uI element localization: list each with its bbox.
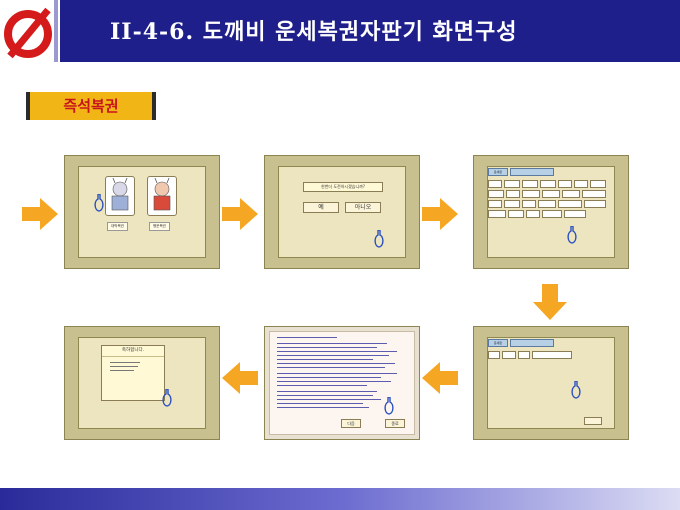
menu-cell[interactable] xyxy=(532,351,572,359)
menu-cell[interactable] xyxy=(504,200,520,208)
bottle-icon xyxy=(161,389,173,407)
retry-question-text: 한번더 도전하시겠습니까? xyxy=(321,184,365,189)
menu-cell[interactable] xyxy=(488,180,502,188)
no-button[interactable]: 아니오 xyxy=(345,202,381,213)
goblin-character-left[interactable] xyxy=(105,176,135,216)
fortune-subtab[interactable] xyxy=(510,339,554,347)
menu-cell[interactable] xyxy=(526,210,540,218)
menu-cell[interactable] xyxy=(508,210,524,218)
screen-inner xyxy=(78,166,206,258)
next-button[interactable]: 다음 xyxy=(341,419,361,428)
confirm-button[interactable] xyxy=(584,417,602,425)
menu-cell[interactable] xyxy=(538,200,556,208)
congrats-title: 축하합니다. xyxy=(102,346,164,357)
menu-cell[interactable] xyxy=(522,200,536,208)
page-title: II-4-6. 도깨비 운세복권자판기 화면구성 xyxy=(110,19,518,45)
screen-fortune-menu: 운세판 xyxy=(473,155,629,269)
label-right: 행운복권 xyxy=(149,222,170,231)
screen-inner xyxy=(278,166,406,258)
menu-cell[interactable] xyxy=(488,200,502,208)
screen-lottery-select: 대박복권 행운복권 xyxy=(64,155,220,269)
bottle-icon xyxy=(383,397,395,415)
menu-cell[interactable] xyxy=(558,200,582,208)
menu-cell[interactable] xyxy=(540,180,556,188)
menu-cell[interactable] xyxy=(542,190,560,198)
bottle-icon xyxy=(373,230,385,248)
yes-button[interactable]: 예 xyxy=(303,202,339,213)
label-left: 대박복권 xyxy=(107,222,128,231)
logo-icon xyxy=(0,0,80,62)
menu-cell[interactable] xyxy=(574,180,588,188)
menu-cell[interactable] xyxy=(502,351,516,359)
menu-cell[interactable] xyxy=(488,210,506,218)
section-label-text: 즉석복권 xyxy=(63,97,119,115)
screen-fortune-sub: 운세판 xyxy=(473,326,629,440)
menu-cell[interactable] xyxy=(506,190,520,198)
bottle-icon xyxy=(570,381,582,399)
menu-cell[interactable] xyxy=(584,200,606,208)
fortune-tab[interactable]: 운세판 xyxy=(488,168,508,176)
arrow-left-icon xyxy=(422,362,458,394)
bottle-icon xyxy=(566,226,578,244)
retry-question: 한번더 도전하시겠습니까? xyxy=(303,182,383,192)
footer-bar xyxy=(0,488,680,510)
menu-cell[interactable] xyxy=(518,351,530,359)
goblin-character-right[interactable] xyxy=(147,176,177,216)
arrow-down-icon xyxy=(533,284,567,320)
menu-cell[interactable] xyxy=(558,180,572,188)
screen-inner xyxy=(269,331,415,435)
arrow-right-icon xyxy=(22,198,58,230)
menu-cell[interactable] xyxy=(542,210,562,218)
menu-cell[interactable] xyxy=(522,180,538,188)
arrow-left-icon xyxy=(222,362,258,394)
menu-cell[interactable] xyxy=(590,180,606,188)
menu-cell[interactable] xyxy=(582,190,606,198)
screen-retry: 한번더 도전하시겠습니까? 예 아니오 xyxy=(264,155,420,269)
menu-cell[interactable] xyxy=(488,351,500,359)
arrow-right-icon xyxy=(222,198,258,230)
fortune-tab[interactable]: 운세판 xyxy=(488,339,508,347)
congrats-panel: 축하합니다. xyxy=(101,345,165,401)
menu-cell[interactable] xyxy=(562,190,580,198)
fortune-subtab[interactable] xyxy=(510,168,554,176)
menu-cell[interactable] xyxy=(488,190,504,198)
section-label: 즉석복권 xyxy=(26,92,156,120)
header-bar: II-4-6. 도깨비 운세복권자판기 화면구성 xyxy=(0,0,680,62)
screen-fortune-text: 다음 종료 xyxy=(264,326,420,440)
menu-cell[interactable] xyxy=(522,190,540,198)
bottle-icon xyxy=(93,194,105,212)
menu-cell[interactable] xyxy=(504,180,520,188)
screen-congrats: 축하합니다. xyxy=(64,326,220,440)
menu-cell[interactable] xyxy=(564,210,586,218)
arrow-right-icon xyxy=(422,198,458,230)
exit-button[interactable]: 종료 xyxy=(385,419,405,428)
